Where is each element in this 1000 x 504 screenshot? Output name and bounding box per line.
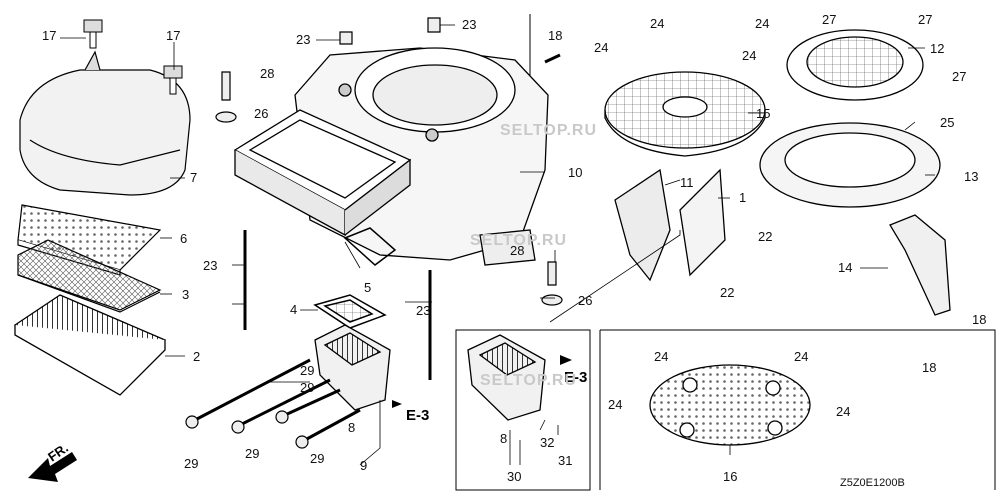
callout-24a: 24	[650, 16, 664, 31]
callout-30: 30	[507, 469, 521, 484]
carb-adapter-part-30	[467, 334, 546, 421]
leader-lines	[60, 24, 935, 466]
gasket-part-5	[343, 227, 397, 266]
callout-16: 16	[723, 469, 737, 484]
callout-9: 9	[360, 458, 367, 473]
watermark-1: SELTOP.RU	[500, 122, 597, 139]
callout-17a: 17	[42, 28, 56, 43]
ref-e3-right: E-3	[564, 369, 587, 386]
callout-19b: 22	[720, 285, 734, 300]
callout-18a: 18	[548, 28, 562, 43]
callout-28b: 28	[510, 243, 524, 258]
callout-24d: 24	[742, 48, 756, 63]
callout-21: 23	[203, 258, 217, 273]
callout-22b: 23	[462, 17, 476, 32]
ref-arrows	[392, 355, 572, 408]
ref-e3-left: E-3	[406, 407, 429, 424]
callout-20: 23	[416, 303, 430, 318]
filter-element-part-3	[17, 239, 162, 313]
callout-1: 1	[739, 190, 746, 205]
filter-element-part-2	[13, 294, 167, 396]
front-direction-arrow-icon	[28, 452, 77, 482]
bracket-part-14	[889, 214, 951, 316]
callout-11: 11	[680, 175, 694, 190]
callout-22a: 23	[296, 32, 310, 47]
callout-8b: 8	[500, 431, 507, 446]
callout-29d: 29	[245, 446, 259, 461]
screen-part-12	[786, 29, 924, 101]
callout-7: 7	[190, 170, 197, 185]
callout-18b: 18	[972, 312, 986, 327]
callout-18c: 18	[922, 360, 936, 375]
callout-3: 3	[182, 287, 189, 302]
guide-part-11	[614, 168, 671, 282]
callout-27a: 27	[822, 12, 836, 27]
callout-29c: 29	[184, 456, 198, 471]
callout-27c: 27	[952, 69, 966, 84]
callout-26b: 26	[578, 293, 592, 308]
ring-part-13	[759, 122, 941, 208]
callout-12: 12	[930, 41, 944, 56]
callout-5: 5	[364, 280, 371, 295]
callout-28a: 28	[260, 66, 274, 81]
watermark-2: SELTOP.RU	[470, 232, 567, 249]
callout-19a: 22	[758, 229, 772, 244]
callout-32: 32	[540, 435, 554, 450]
callout-4: 6	[180, 231, 187, 246]
callout-8a: 8	[348, 420, 355, 435]
callout-14: 14	[838, 260, 852, 275]
callout-24b: 24	[755, 16, 769, 31]
knob-part-17	[83, 19, 183, 95]
gasket-part-6	[313, 294, 387, 329]
watermark-3: SELTOP.RU	[480, 372, 577, 389]
callout-labels: 17 17 7 6 3 2 23 5 4 29 29 29 29 29 8 9 …	[42, 12, 986, 484]
callout-17b: 17	[166, 28, 180, 43]
callout-23b: 24	[794, 349, 808, 364]
callout-23a: 24	[654, 349, 668, 364]
bolts	[185, 17, 563, 449]
diagram-code: Z5Z0E1200B	[840, 477, 905, 489]
guide-part-1	[679, 168, 726, 277]
callout-25: 25	[940, 115, 954, 130]
callout-23c: 24	[608, 397, 622, 412]
air-cleaner-cover-part-7	[19, 50, 191, 196]
carb-adapter-part-9	[314, 324, 391, 411]
callout-13: 13	[964, 169, 978, 184]
callout-6: 4	[290, 302, 297, 317]
callout-10: 10	[568, 165, 582, 180]
callout-27b: 27	[918, 12, 932, 27]
plate-part-16	[649, 364, 811, 446]
fan-screen-part-15	[604, 71, 766, 157]
callout-31: 31	[558, 453, 572, 468]
callout-29a: 29	[300, 363, 314, 378]
callout-29e: 29	[310, 451, 324, 466]
air-box-body	[233, 109, 412, 237]
callout-23d: 24	[836, 404, 850, 419]
callout-24c: 24	[594, 40, 608, 55]
callout-26a: 26	[254, 106, 268, 121]
callout-15: 15	[756, 106, 770, 121]
callout-29b: 29	[300, 380, 314, 395]
callout-2: 2	[193, 349, 200, 364]
